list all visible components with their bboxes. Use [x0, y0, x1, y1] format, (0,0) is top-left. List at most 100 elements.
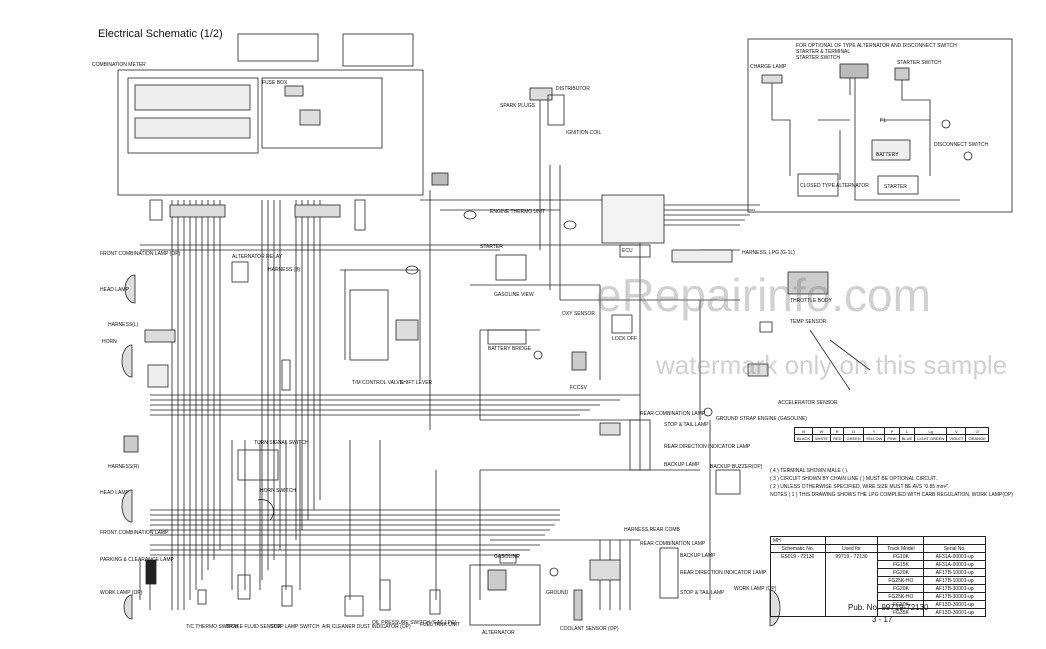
note-line: ( 3 ) CIRCUIT SHOWN BY CHAIN LINE ( ) MU…: [770, 476, 938, 482]
label-battery-bridge: BATTERY BRIDGE: [488, 346, 532, 352]
inset-starter-switch: STARTER SWITCH: [897, 60, 941, 66]
label-turn-signal-switch: TURN SIGNAL SWITCH: [254, 440, 309, 446]
inset-caption: FOR OPTIONAL OF TYPE ALTERNATOR AND DISC…: [796, 43, 957, 49]
truck-model-cell: FG35K: [877, 608, 925, 617]
label-brake-fluid-sensor: BRAKE FLUID SENSOR: [226, 624, 282, 630]
label-rear-combination-lamp: REAR COMBINATION LAMP: [640, 411, 706, 417]
label-alternator: ALTERNATOR: [482, 630, 515, 636]
note-line: ( 2 ) UNLESS OTHERWISE SPECIFIED, WIRE S…: [770, 484, 950, 490]
color-name-cell: RED: [829, 434, 845, 442]
serial-no-cell: AF17B-30001-up: [923, 584, 986, 593]
schematic-no-cell: [770, 568, 826, 577]
used-for-cell: [824, 592, 879, 601]
serial-no-cell: AF17B-10001-up: [923, 576, 986, 585]
inset-caption-3: STARTER SWITCH: [796, 55, 840, 61]
used-for-cell: [824, 584, 879, 593]
label-work-lamp-left: WORK LAMP (OP): [100, 590, 143, 596]
label-harness-top: HARNESS(L): [108, 322, 139, 328]
label-fuse-box: FUSE BOX: [262, 80, 288, 86]
label-parking-lamp: PARKING & CLEARANCE LAMP: [100, 557, 174, 563]
label-head-lamp-bottom: HEAD LAMP: [100, 490, 129, 496]
label-harness-rear-comb: HARNESS,REAR COMB: [624, 527, 680, 533]
schematic-no-cell: [770, 600, 826, 609]
color-name-cell: WHITE: [812, 434, 832, 442]
color-name-cell: BLUE: [898, 434, 916, 442]
color-name-cell: LIGHT GREEN: [914, 434, 948, 442]
label-rear-combination-lamp-2: REAR COMBINATION LAMP: [640, 541, 706, 547]
used-for-cell: [824, 608, 879, 617]
label-oxy-sensor: OXY SENSOR: [562, 311, 595, 317]
truck-model-cell: FG10K: [877, 552, 925, 561]
serial-no-cell: AF17B-10001-up: [923, 568, 986, 577]
color-name-cell: YELLOW: [862, 434, 886, 442]
used-for-cell: [824, 576, 879, 585]
color-code-cell: G: [843, 427, 864, 435]
used-for-cell: 99719 - 72130: [824, 552, 879, 561]
label-starter: STARTER: [480, 244, 503, 250]
ecu-block: [601, 194, 665, 244]
color-code-cell: R: [829, 427, 845, 435]
label-gasoline-view: GASOLINE VIEW: [494, 292, 534, 298]
label-gasoline: GASOLINE: [494, 554, 520, 560]
label-rear-direction-indicator: REAR DIRECTION INDICATOR LAMP: [664, 444, 751, 450]
label-backup-lamp: BACKUP LAMP: [664, 462, 700, 468]
color-code-cell: B: [793, 427, 814, 435]
optional-inset-box: [747, 38, 1013, 213]
label-spark-plugs: SPARK PLUGS: [500, 103, 535, 109]
note-line: NOTES ( 1 ) THIS DRAWING SHOWS THE LPG C…: [770, 492, 1013, 498]
label-horn-switch: HORN SWITCH: [260, 488, 296, 494]
label-harness-b: HARNESS (B): [268, 267, 301, 273]
color-code-cell: Lg: [914, 427, 948, 435]
model-table: MH Schematic No. Used for Truck Model Se…: [770, 536, 986, 617]
used-for-cell: [824, 600, 879, 609]
model-table-header: Truck Model: [877, 544, 925, 553]
label-backup-lamp-2: BACKUP LAMP: [680, 553, 716, 559]
schematic-no-cell: [770, 608, 826, 617]
truck-model-cell: FG15K: [877, 560, 925, 569]
label-coolant-sensor: COOLANT SENSOR (OP): [560, 626, 619, 632]
inset-charge-lamp: CHARGE LAMP: [750, 64, 787, 70]
inset-battery: BATTERY: [876, 152, 899, 158]
watermark-site: eRepairinfo.com: [596, 269, 931, 321]
label-head-lamp-top: HEAD LAMP: [100, 287, 129, 293]
serial-no-cell: AF17B-30001-up: [923, 592, 986, 601]
publication-number: Pub. No. 99719-72130: [848, 603, 929, 612]
label-stop-lamp-switch: STOP LAMP SWITCH: [270, 624, 320, 630]
combination-meter-box: [117, 69, 424, 196]
label-shift-lever: SHIFT LEVER: [400, 380, 433, 386]
color-code-cell: O: [965, 427, 989, 435]
watermark-note: watermark only on this sample: [656, 350, 1008, 380]
truck-model-cell: FG20K: [877, 584, 925, 593]
schematic-no-cell: ES019 - 72130: [770, 552, 826, 561]
label-engine-thermo-unit: ENGINE THERMO UNIT: [490, 209, 546, 215]
label-stop-tail-lamp: STOP & TAIL LAMP: [664, 422, 709, 428]
color-name-cell: VIOLET: [946, 434, 967, 442]
color-name-cell: GREEN: [843, 434, 864, 442]
label-lock-off: LOCK OFF: [612, 336, 638, 342]
truck-model-cell: FG25K-HO: [877, 576, 925, 585]
color-code-cell: V: [946, 427, 967, 435]
model-table-header: Used for: [824, 544, 879, 553]
label-stop-tail-2: STOP & TAIL LAMP: [680, 590, 725, 596]
label-work-lamp-right: WORK LAMP (OP): [734, 586, 777, 592]
label-tc-thermo-switch: T/C THERMO SWITCH: [186, 624, 239, 630]
model-table-header: Schematic No.: [770, 544, 826, 553]
label-ignition-coil: IGNITION COIL: [566, 130, 602, 136]
model-table-header: Serial No.: [923, 544, 986, 553]
color-code-cell: Y: [862, 427, 886, 435]
schematic-no-cell: [770, 576, 826, 585]
label-accelerator-sensor: ACCELERATOR SENSOR: [778, 400, 838, 406]
label-combination-meter: COMBINATION METER: [92, 62, 146, 68]
label-distributor: DISTRIBUTOR: [556, 86, 590, 92]
label-front-combination-lamp-top: FRONT COMBINATION LAMP (OP): [100, 251, 181, 257]
page-number: 3 - 17: [872, 615, 893, 624]
page-title: Electrical Schematic (1/2): [98, 28, 223, 40]
